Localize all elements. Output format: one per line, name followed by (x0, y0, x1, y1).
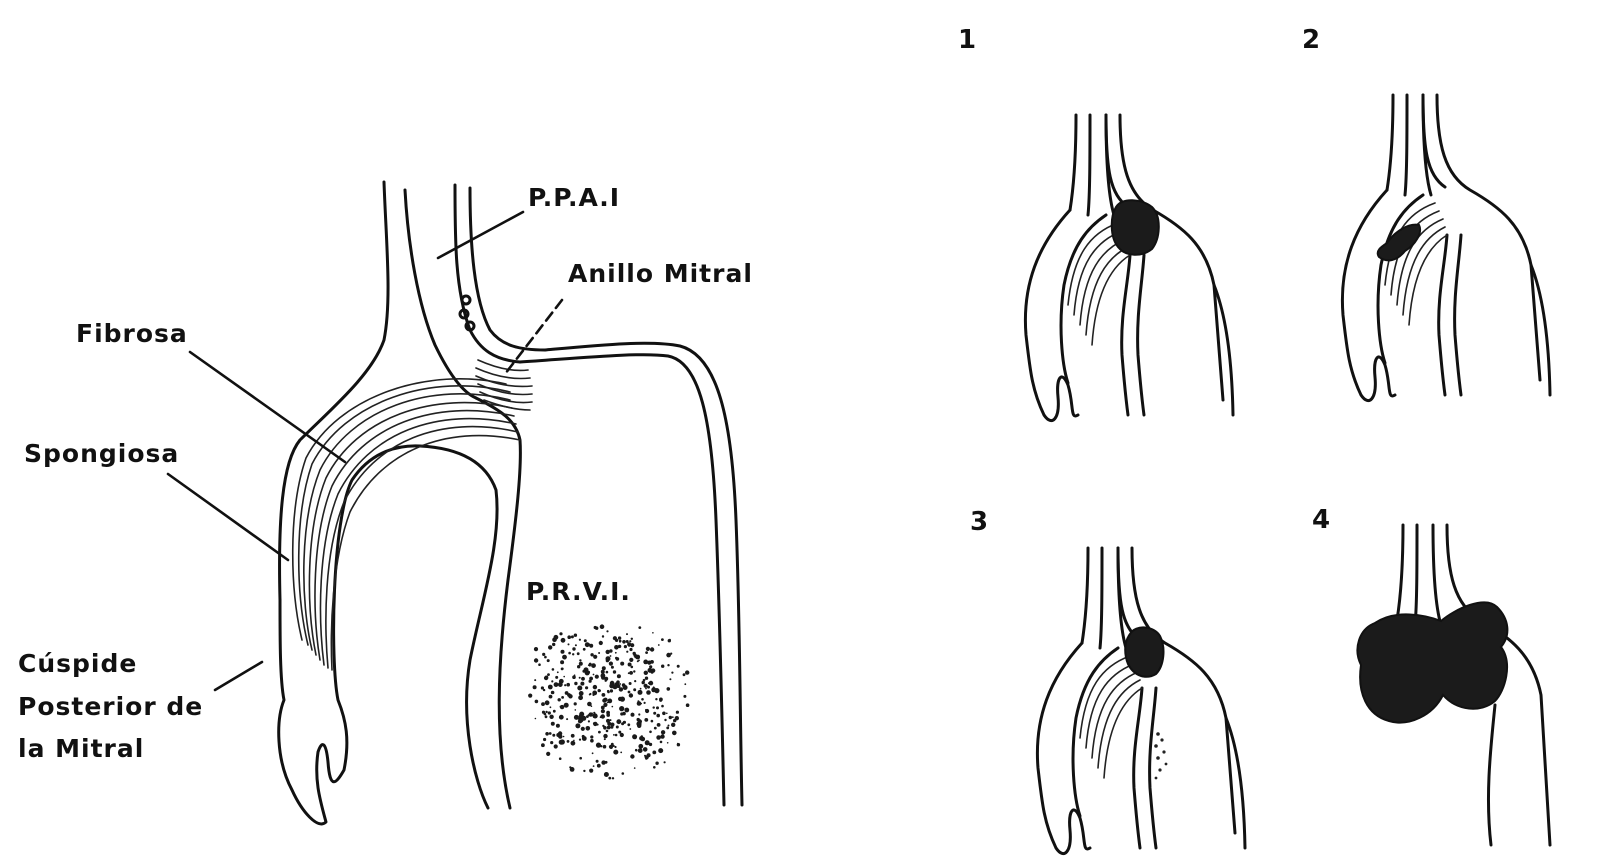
panel-4: 4 (1312, 505, 1550, 845)
panel-number-4: 4 (1312, 505, 1330, 535)
label-prvi: P.R.V.I. (526, 577, 631, 606)
annulus-dot (462, 296, 470, 304)
calcification-mass (1357, 602, 1507, 722)
calcification-mass (1112, 200, 1159, 255)
atrial-wall-inner (405, 190, 476, 398)
pointer-spongiosa (168, 474, 288, 560)
panel-2: 2 (1302, 25, 1550, 401)
label-anillo-mitral: Anillo Mitral (568, 259, 753, 288)
label-mitral: la Mitral (18, 734, 144, 763)
panel-number-1: 1 (958, 25, 976, 55)
label-ppai: P.P.A.I (528, 183, 620, 212)
calcification-mass (1378, 225, 1420, 261)
pointer-ppai (438, 212, 523, 258)
label-cuspide: Cúspide (18, 649, 137, 678)
panel-number-3: 3 (970, 507, 988, 537)
ventricular-stipple (1154, 732, 1167, 779)
panel-1: 1 (958, 25, 1233, 421)
prvi-stipple (528, 624, 689, 779)
pointer-cuspide (215, 662, 262, 690)
pointer-anillo (505, 300, 562, 374)
label-spongiosa: Spongiosa (24, 439, 179, 468)
fibrosa-strands (293, 379, 520, 670)
panel-number-2: 2 (1302, 25, 1320, 55)
ppai-wall-right (470, 188, 545, 350)
calcification-mass (1125, 627, 1163, 676)
panel-3: 3 (970, 507, 1245, 854)
leaflet-outer (279, 446, 497, 824)
label-posterior: Posterior de (18, 692, 203, 721)
ppai-wall-left (455, 185, 520, 362)
pointer-fibrosa (190, 352, 345, 462)
label-fibrosa: Fibrosa (76, 319, 188, 348)
